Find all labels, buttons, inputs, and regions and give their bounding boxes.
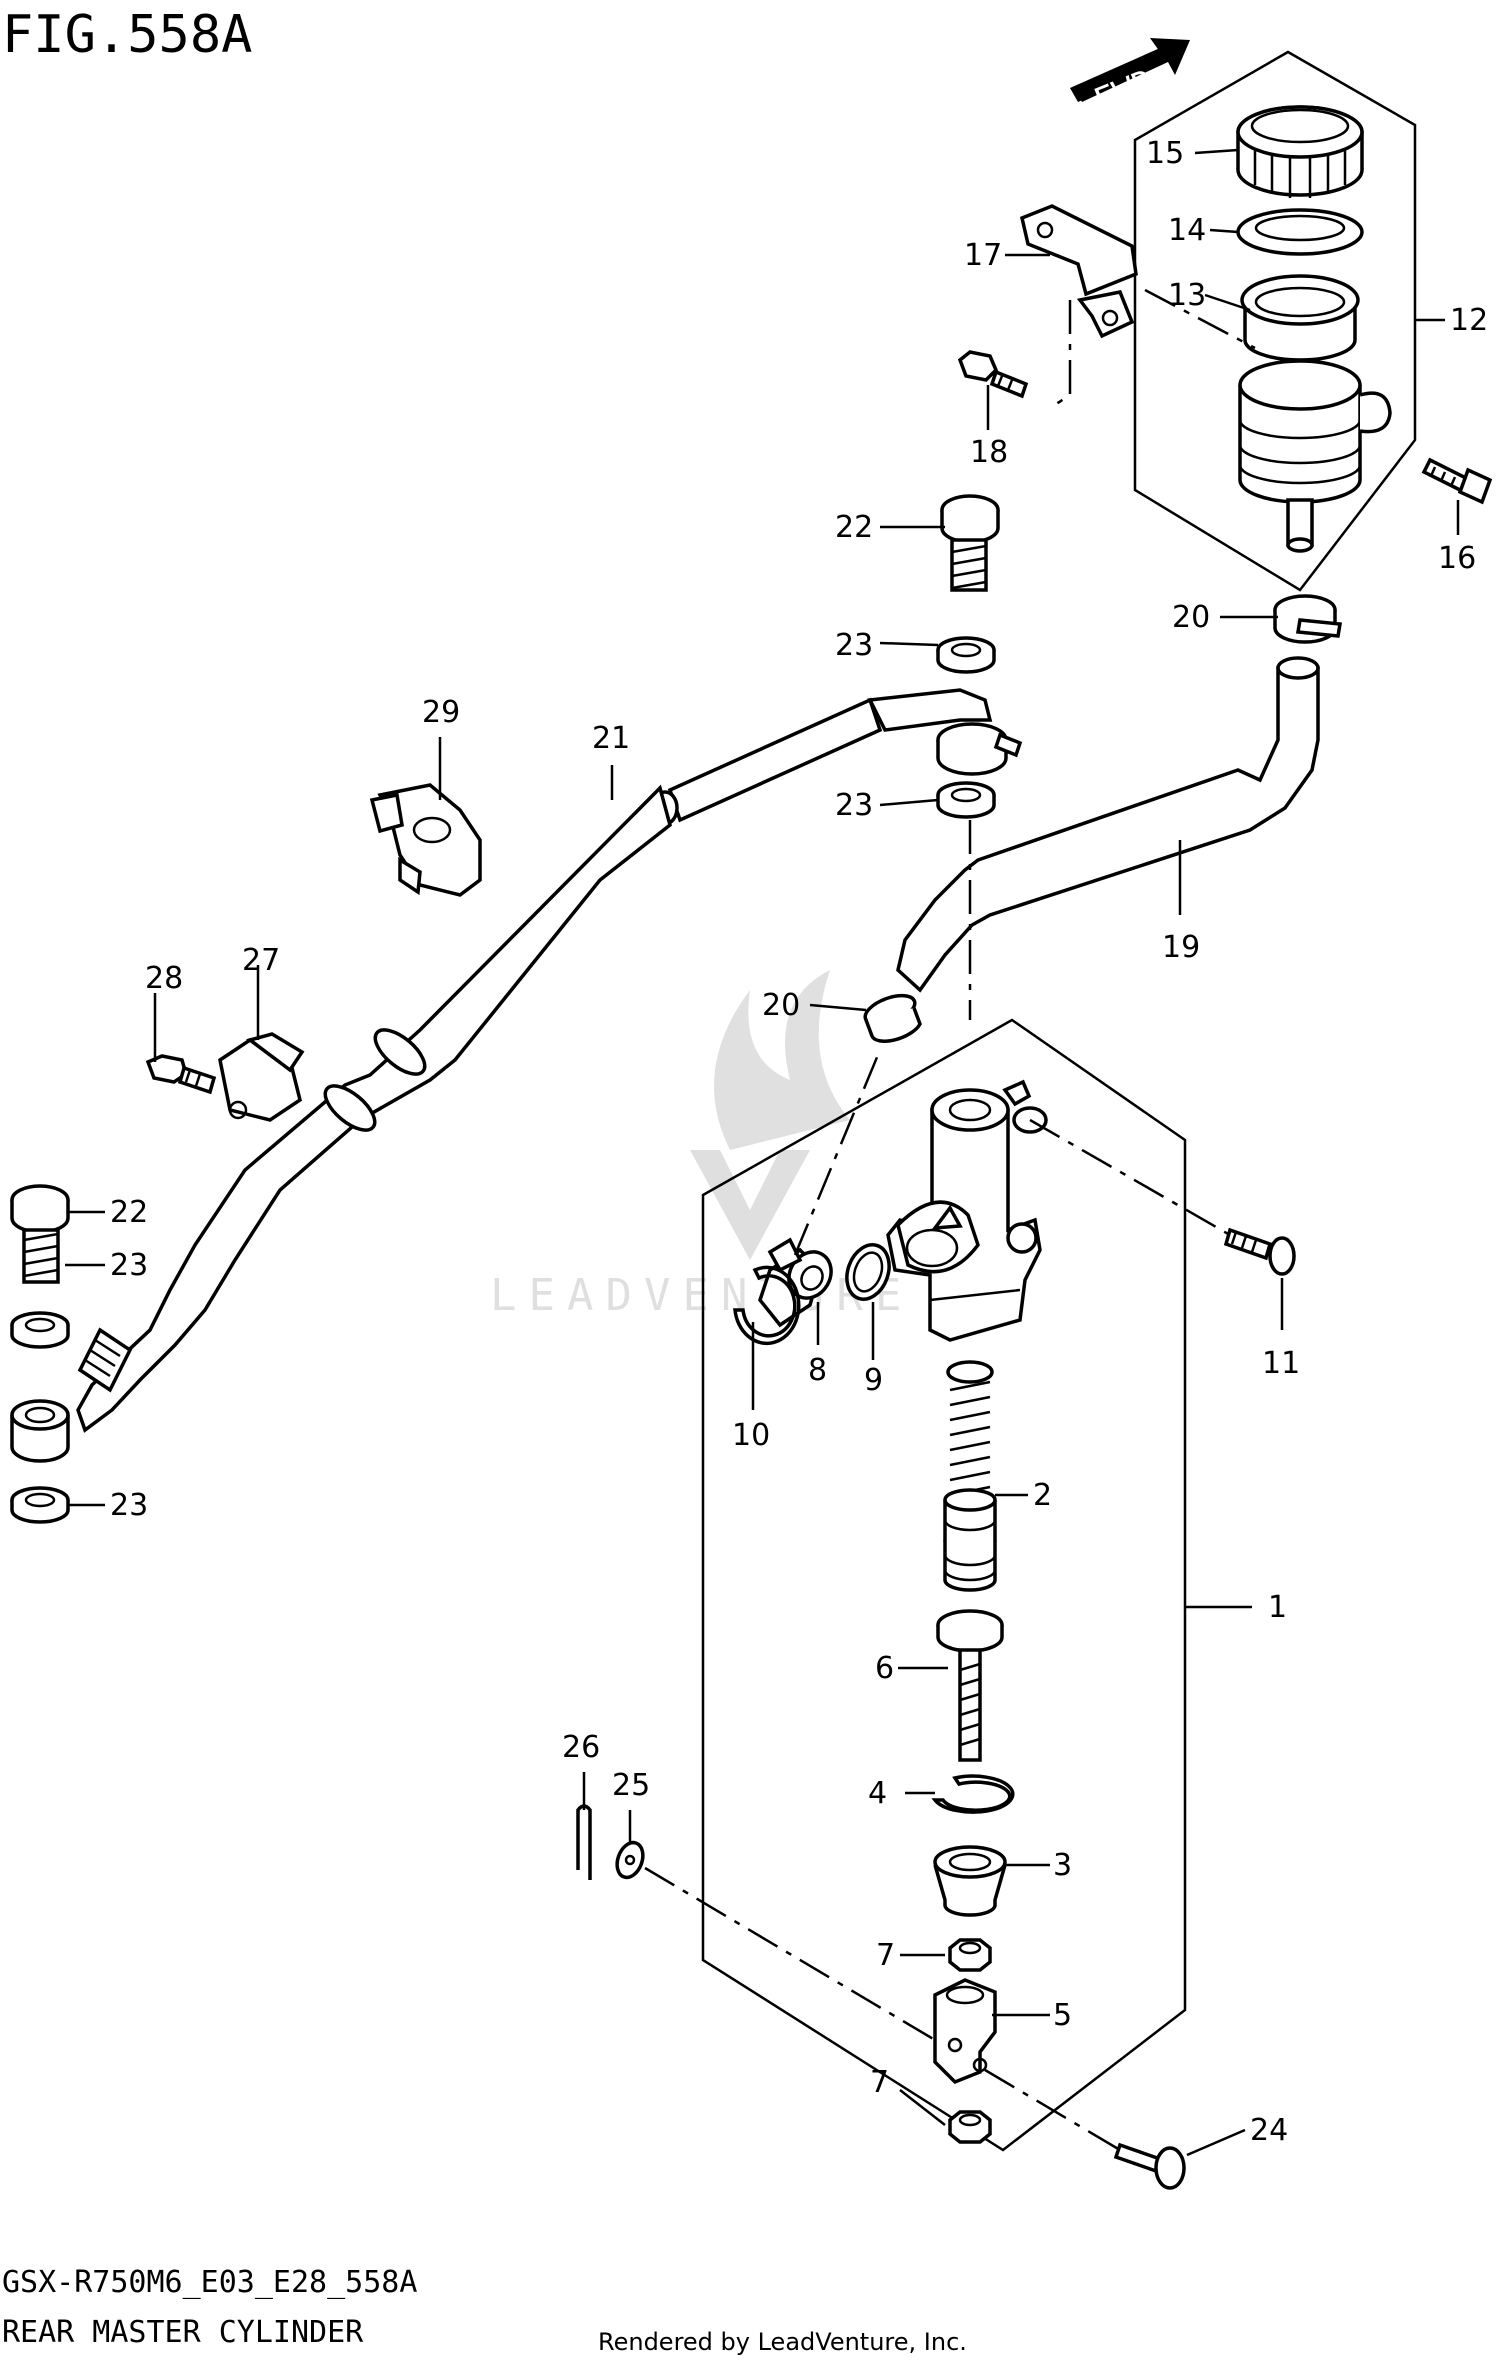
callout-20-upper: 20: [1172, 600, 1210, 635]
hose-clamp-27: [218, 1032, 305, 1122]
callout-21: 21: [592, 721, 630, 756]
callout-12: 12: [1450, 303, 1488, 338]
diaphragm-13: [1240, 274, 1360, 362]
callout-19: 19: [1162, 930, 1200, 965]
bracket-17-leader-line: [1049, 300, 1072, 410]
callout-9: 9: [864, 1363, 883, 1398]
callout-23-left-lower: 23: [110, 1488, 148, 1523]
callout-20-lower: 20: [762, 988, 800, 1023]
callout-25: 25: [612, 1768, 650, 1803]
bolt-28: [145, 1054, 217, 1095]
o-ring-9: [845, 1243, 891, 1301]
watermark-text: LEADVENTURE: [490, 1270, 913, 1321]
callout-24: 24: [1250, 2113, 1288, 2148]
rubber-boot-3: [933, 1845, 1007, 1917]
callout-8: 8: [808, 1353, 827, 1388]
circlip-4: [931, 1774, 1015, 1814]
model-code: GSX-R750M6_E03_E28_558A: [2, 2265, 417, 2300]
hose-clip-20-lower: [863, 993, 922, 1043]
callout-26: 26: [562, 1730, 600, 1765]
washer-23-left-lower: [10, 1486, 70, 1524]
clevis-pin-axis: [984, 2068, 1121, 2152]
reservoir-hose-19: [896, 656, 1320, 993]
callout-7-upper: 7: [876, 1938, 895, 1973]
reservoir-cap-15: [1236, 105, 1364, 198]
section-title: REAR MASTER CYLINDER: [2, 2315, 364, 2350]
hose-clamp-29: [369, 783, 482, 897]
fwd-arrow-icon: FWD: [1070, 38, 1190, 122]
callout-5: 5: [1053, 1998, 1072, 2033]
leader-lines: [65, 148, 1460, 2157]
master-cylinder-kit-box: [701, 1018, 1187, 2152]
piston-spring-2: [943, 1360, 997, 1592]
washer-25: [615, 1840, 645, 1880]
figure-title: FIG.558A: [2, 5, 252, 65]
callout-1: 1: [1268, 1590, 1287, 1625]
union-bolt-22-lower: [10, 1184, 70, 1284]
bracket-17: [1019, 204, 1138, 339]
washer-25-axis: [644, 1866, 936, 2042]
diaphragm-plate-14: [1236, 208, 1364, 256]
callout-6: 6: [875, 1651, 894, 1686]
callout-22-upper: 22: [835, 510, 873, 545]
callout-16: 16: [1438, 541, 1476, 576]
washer-23-mid: [936, 781, 996, 819]
reservoir-kit-box: [1133, 50, 1417, 592]
clevis-pin-24: [1113, 2142, 1186, 2190]
cotter-pin-26: [576, 1804, 592, 1880]
callout-29: 29: [422, 695, 460, 730]
master-cylinder-body: [886, 1079, 1048, 1342]
callout-3: 3: [1053, 1848, 1072, 1883]
nut-7-upper: [948, 1938, 992, 1972]
callout-2: 2: [1033, 1478, 1052, 1513]
screw-11: [1223, 1227, 1296, 1276]
washer-23-left-upper: [10, 1311, 70, 1349]
callout-23-upper: 23: [835, 628, 873, 663]
callout-23-mid: 23: [835, 788, 873, 823]
banjo-fitting-left: [10, 1399, 70, 1463]
screw-11-axis: [1029, 1118, 1231, 1237]
callout-27: 27: [242, 943, 280, 978]
callout-4: 4: [868, 1776, 887, 1811]
nut-7-lower: [948, 2110, 992, 2144]
callout-7-lower: 7: [870, 2065, 889, 2100]
callout-10: 10: [732, 1418, 770, 1453]
brake-hose-21: [76, 688, 1023, 1433]
circlip-10: [733, 1265, 801, 1346]
hose-joint-8-axis: [793, 1049, 882, 1256]
callout-13: 13: [1168, 278, 1206, 313]
bolt-16: [1421, 457, 1493, 505]
reservoir-box-axis: [1144, 288, 1256, 350]
bolt-18: [957, 350, 1029, 399]
callout-18: 18: [970, 435, 1008, 470]
watermark-logo: LEADVENTURE: [490, 970, 913, 1321]
fwd-label: FWD: [1088, 62, 1160, 122]
union-bolt-22-upper: [940, 494, 1000, 592]
callout-28: 28: [145, 961, 183, 996]
callout-17: 17: [964, 238, 1002, 273]
clevis-5: [933, 1978, 997, 2085]
callout-15: 15: [1146, 136, 1184, 171]
callout-22-lower: 22: [110, 1195, 148, 1230]
callout-11: 11: [1262, 1346, 1300, 1381]
callout-labels: 1 2 3 4 5 6 7 7 8 9 10 11 12 13 14 15 16…: [110, 136, 1488, 2148]
rendered-by: Rendered by LeadVenture, Inc.: [598, 2328, 967, 2356]
push-rod-6: [936, 1609, 1004, 1762]
callout-23-left-upper: 23: [110, 1248, 148, 1283]
washer-23-upper: [936, 636, 996, 674]
hose-clip-20-upper: [1273, 594, 1343, 644]
reservoir-body: [1238, 359, 1392, 553]
callout-14: 14: [1168, 213, 1206, 248]
